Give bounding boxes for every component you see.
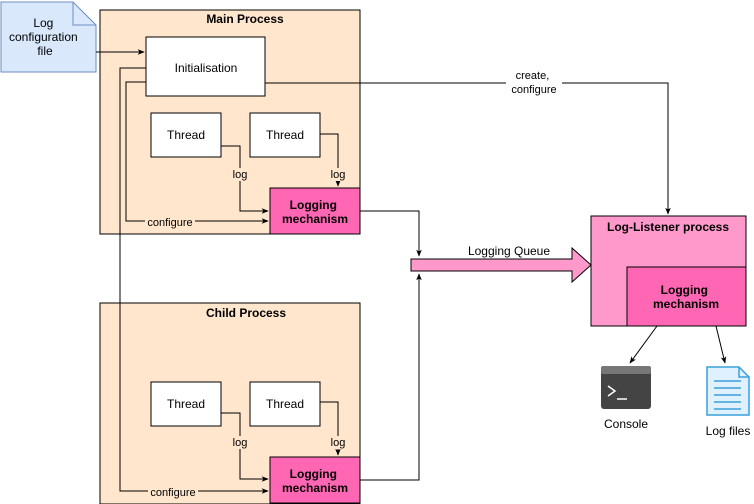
- child-logging-label: Logging mechanism: [282, 467, 348, 495]
- console-label: Console: [604, 417, 648, 431]
- main-logging-label: Logging mechanism: [282, 198, 348, 226]
- main-configure-label: configure: [147, 217, 192, 229]
- log-listener-title: Log-Listener process: [607, 220, 729, 234]
- create-configure-line-1: create,: [516, 70, 550, 82]
- edge-child-logging-queue: [360, 273, 422, 481]
- config-file-line-3: file: [37, 44, 53, 58]
- child-configure-label: configure: [150, 487, 195, 499]
- logging-queue-arrow: Logging Queue: [410, 244, 592, 284]
- listener-logging-line-1: Logging: [661, 283, 708, 297]
- edge-listener-console: [629, 325, 658, 364]
- create-configure-line-2: configure: [511, 84, 556, 96]
- main-thread-1-label: Thread: [167, 128, 205, 142]
- edge-init-to-listener: [265, 82, 671, 215]
- child-thread-2-node: Thread: [249, 381, 321, 427]
- log-listener-node: Log-Listener process Logging mechanism: [590, 215, 747, 327]
- main-logging-line-2: mechanism: [282, 212, 348, 226]
- edge-listener-files: [715, 325, 727, 364]
- child-process-title: Child Process: [206, 306, 286, 320]
- child-thread-2-label: Thread: [266, 397, 304, 411]
- listener-logging-label: Logging mechanism: [653, 283, 719, 311]
- child-log-2-label: log: [331, 437, 346, 449]
- main-log-2-label: log: [331, 169, 346, 181]
- child-logging-line-2: mechanism: [282, 481, 348, 495]
- main-thread-2-label: Thread: [266, 128, 304, 142]
- listener-logging-mechanism-node: [626, 266, 747, 327]
- main-thread-2-node: Thread: [249, 112, 321, 158]
- edge-main-logging-queue: [360, 210, 422, 257]
- child-thread-1-node: Thread: [150, 381, 222, 427]
- document-icon: [706, 366, 750, 416]
- config-file-line-1: Log: [33, 16, 53, 30]
- terminal-icon: [601, 366, 651, 409]
- main-logging-line-1: Logging: [290, 198, 337, 212]
- child-thread-1-label: Thread: [167, 397, 205, 411]
- child-logging-line-1: Logging: [290, 467, 337, 481]
- main-thread-1-node: Thread: [150, 112, 222, 158]
- config-file-label: Log configuration file: [9, 16, 81, 58]
- edge-init-configure-main: [125, 81, 269, 224]
- main-process-title: Main Process: [206, 12, 284, 26]
- log-files-label: Log files: [706, 424, 751, 438]
- config-file-line-2: configuration: [9, 30, 78, 44]
- edge-labels: log log configure log log configure crea…: [145, 69, 562, 499]
- logging-queue-label: Logging Queue: [468, 244, 550, 258]
- initialisation-node: Initialisation: [145, 36, 266, 97]
- initialisation-label: Initialisation: [175, 61, 238, 75]
- listener-logging-line-2: mechanism: [653, 297, 719, 311]
- child-logging-mechanism-node: Logging mechanism: [269, 456, 361, 504]
- main-log-1-label: log: [233, 169, 248, 181]
- child-log-1-label: log: [233, 437, 248, 449]
- config-file-node: Log configuration file: [0, 1, 97, 73]
- main-logging-mechanism-node: Logging mechanism: [269, 187, 361, 235]
- create-configure-label: create, configure: [511, 70, 556, 96]
